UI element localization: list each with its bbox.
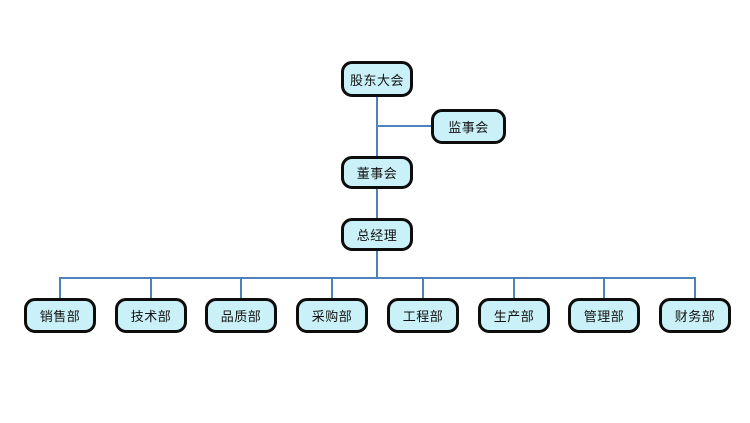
org-node-finance-dept: 财务部 — [659, 298, 731, 333]
org-node-label: 品质部 — [220, 310, 262, 325]
org-node-label: 技术部 — [130, 310, 172, 325]
org-node-engineering-dept: 工程部 — [387, 298, 459, 333]
org-node-label: 生产部 — [493, 310, 535, 325]
org-node-label: 董事会 — [356, 167, 398, 182]
org-node-sales-dept: 销售部 — [24, 298, 96, 333]
org-node-production-dept: 生产部 — [478, 298, 550, 333]
org-node-label: 采购部 — [311, 310, 353, 325]
org-node-shareholders-meeting: 股东大会 — [341, 61, 413, 97]
org-node-general-manager: 总经理 — [341, 218, 413, 251]
org-node-purchasing-dept: 采购部 — [296, 298, 368, 333]
org-node-supervisory-board: 监事会 — [431, 109, 506, 144]
org-node-label: 监事会 — [448, 121, 489, 136]
org-node-label: 财务部 — [674, 310, 716, 325]
org-node-label: 股东大会 — [349, 73, 404, 89]
org-node-quality-dept: 品质部 — [205, 298, 277, 333]
org-node-label: 管理部 — [583, 310, 625, 325]
org-node-label: 销售部 — [39, 310, 81, 325]
org-node-label: 工程部 — [402, 310, 444, 325]
org-node-management-dept: 管理部 — [568, 298, 640, 333]
org-node-technology-dept: 技术部 — [115, 298, 187, 333]
org-node-board-of-directors: 董事会 — [341, 156, 413, 189]
org-node-label: 总经理 — [356, 229, 398, 244]
